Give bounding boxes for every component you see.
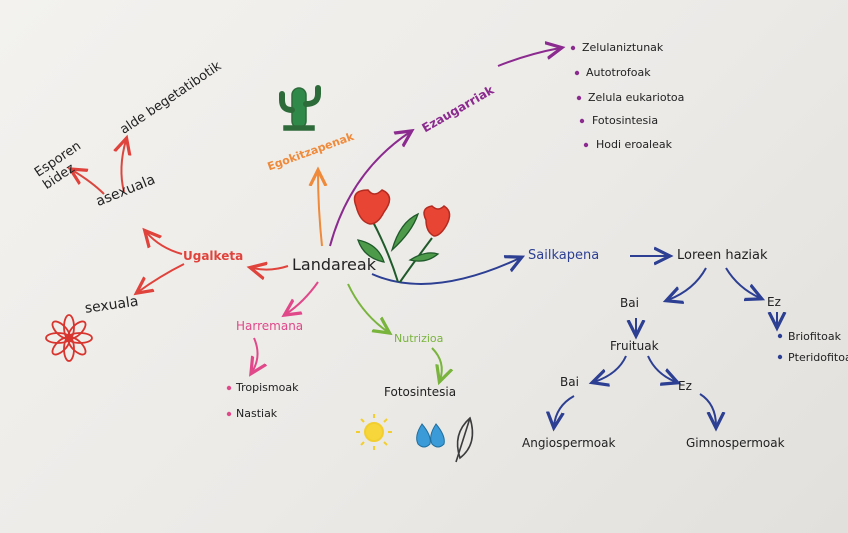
flower-icon (353, 189, 451, 283)
arrow-to-angiospermoak (554, 395, 575, 426)
char-item-5: Hodi eroaleak (596, 138, 672, 151)
arrow-to-ugalketa (252, 266, 289, 270)
harremana-label: Harremana (236, 319, 304, 333)
arrow-to-bai-1 (668, 267, 707, 300)
pteridofitoak-label: Pteridofitoak (788, 352, 848, 363)
fruituak-label: Fruituak (610, 339, 659, 353)
angiospermoak-label: Angiospermoak (522, 436, 616, 450)
fotosintesia-label: Fotosintesia (384, 385, 457, 399)
sun-icon (356, 414, 392, 450)
tropismoak-label: Tropismoak (236, 381, 299, 394)
char-item-1: Zelulaniztunak (582, 41, 664, 54)
leaf-icon (455, 416, 474, 463)
arrow-to-egokitzapenak (318, 172, 322, 247)
center-label: Landareak (292, 255, 376, 274)
arrow-to-alde (121, 140, 126, 193)
arrow-to-gimnospermoak (699, 393, 716, 426)
ez-label-2: Ez (678, 379, 692, 393)
arrow-to-harremana (286, 281, 319, 314)
arrow-to-esporen (72, 170, 105, 195)
gimnospermoak-label: Gimnospermoak (686, 436, 785, 450)
bai-label-1: Bai (620, 296, 639, 310)
bullet-dots (226, 45, 783, 417)
arrow-to-ezaugarriak (329, 132, 410, 247)
char-item-4: Fotosintesia (592, 114, 659, 127)
arrow-to-char-list (497, 48, 560, 67)
loreen-haziak-label: Loreen haziak (677, 248, 768, 263)
water-drops-icon (416, 423, 445, 448)
briofitoak-label: Briofitoak (788, 330, 841, 343)
red-flower-icon (45, 314, 93, 362)
arrow-to-tropismoak (252, 337, 258, 372)
arrow-to-asexuala (146, 232, 183, 255)
ez-label-1: Ez (767, 295, 781, 309)
cactus-icon (279, 85, 321, 131)
arrow-to-ez-1 (725, 267, 760, 298)
char-item-2: Autotrofoak (586, 66, 651, 79)
arrow-to-fotosintesia (431, 347, 442, 380)
arrow-to-bai-2 (594, 355, 627, 382)
ugalketa-label: Ugalketa (183, 249, 244, 263)
char-item-3: Zelula eukariotoa (588, 91, 685, 104)
arrow-to-sexuala (138, 263, 185, 292)
bai-label-2: Bai (560, 375, 579, 389)
nutrizioa-label: Nutrizioa (394, 332, 444, 345)
arrow-to-sailkapena (371, 258, 520, 285)
nastiak-label: Nastiak (236, 407, 278, 420)
sailkapena-label: Sailkapena (528, 248, 600, 263)
arrow-to-ez-2 (647, 355, 676, 382)
arrow-to-nutrizioa (347, 283, 388, 332)
